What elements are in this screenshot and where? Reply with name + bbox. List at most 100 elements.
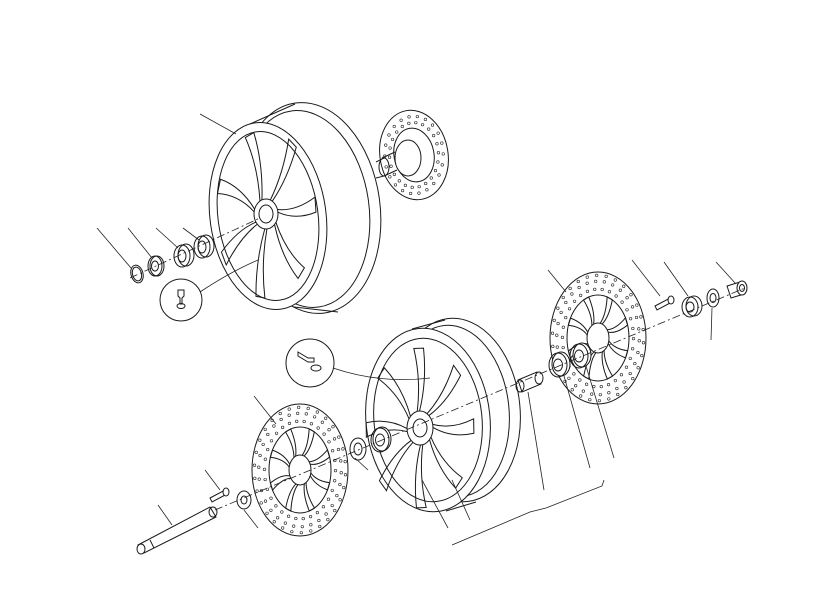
right-disc-hole [551,344,555,348]
right-disc-hole [556,321,560,326]
rear-spoke [216,178,256,213]
right-disc-hole [639,315,643,319]
rear-disc-hole [430,123,435,127]
rear-disc-hole [403,183,408,187]
right-disc-hole [606,383,611,387]
right-disc-carrier-arm [607,340,629,359]
rear-ring-nut [147,255,165,277]
leader-lines [96,113,737,546]
rear-disc-hole [417,185,421,189]
right-disc-hole [550,331,555,335]
rear-disc-hole [390,137,395,142]
right-disc-hole [581,389,585,393]
left-disc-hole [341,447,345,451]
rear-disc-hole [436,151,441,155]
right-disc-hole [594,279,598,283]
left-disc-hole [296,411,300,415]
right-disc-hole [640,354,644,358]
right-disc-hole [631,337,636,341]
rear-disc-hole [389,164,393,168]
left-disc-hole [309,529,313,533]
right-disc-hole [564,315,568,320]
right-disc-hole [564,300,568,305]
right-pinch-bolt [654,295,675,311]
right-disc-hole [635,303,639,307]
right-disc-hole [555,333,559,337]
left-disc-hole [332,437,337,441]
left-disc-hole [259,501,263,505]
right-disc-hole [560,335,565,339]
right-disc-hole [561,295,565,300]
right-disc-hole [625,308,629,312]
right-disc-hole [637,327,641,331]
rear-disc-hole [432,181,436,186]
right-disc-hole [597,399,601,403]
rear-wheel-rim [208,102,382,314]
front-spacer-sleeve [515,371,544,393]
left-disc-hole [309,523,313,527]
left-disc-hole [294,516,298,521]
left-disc-hole [333,479,337,483]
rear-disc-hole [384,165,388,169]
left-disc-hole [295,419,299,423]
left-disc-hole [318,524,322,529]
left-disc-hole [274,431,279,435]
rear-disc-hole [423,117,428,121]
right-disc-hole [599,385,603,389]
left-disc-hole [330,503,334,508]
left-disc-hole [331,449,335,453]
right-disc-hole [622,380,626,384]
left-disc-hole [342,486,346,490]
left-disc-carrier-arm [309,472,331,491]
rear-disc-hole [420,123,425,127]
right-disc-hole [585,275,589,279]
left-disc-hole [302,419,306,424]
left-disc-hole [257,465,261,469]
rear-disc-hole [441,152,445,156]
rear-disc-hole [415,114,419,119]
right-spacer [681,295,703,318]
left-disc-hole [272,424,276,428]
right-disc-hole [611,283,615,287]
right-disc-hole [633,361,637,366]
left-disc-hole [338,482,342,487]
rear-disc-hole [436,131,440,135]
front-wheel-hub [406,410,434,446]
left-disc-hole [281,526,285,530]
rear-disc-hole [417,191,421,195]
left-disc-hole [338,498,342,502]
rear-axis-line [129,217,261,279]
right-disc-hole [628,356,632,361]
front-axle-washer [236,490,252,510]
left-disc-hole [331,425,335,429]
right-disc-hole [607,391,611,395]
rear-disc-hole [425,188,429,192]
front-bearing-left-1 [349,437,367,461]
rear-disc-hole [429,176,433,180]
right-disc-hole [585,281,589,285]
front-valve-callout [285,338,431,388]
right-disc-hole [574,384,578,388]
left-disc-hole [326,518,330,522]
left-disc-hole [255,489,259,493]
right-disc-hole [561,345,565,350]
rear-spoke [277,196,317,217]
left-disc-hole [279,417,283,422]
right-disc-hole [593,287,597,291]
left-disc-hole [343,460,347,464]
left-disc-hole [266,447,270,452]
left-disc-hole [269,496,273,500]
left-disc-hole [335,493,339,498]
front-spoke [413,347,426,412]
right-disc-hole [624,365,629,369]
right-disc-hole [615,386,619,391]
right-disc-carrier-arm [567,317,589,336]
left-disc-hole [287,407,291,411]
left-disc-hole [337,435,341,439]
right-disc-hole [613,379,617,383]
front-bearing-right-1 [548,351,571,378]
left-disc-hole [301,517,305,521]
left-disc-hole [276,516,280,520]
right-disc-hole [619,373,624,377]
